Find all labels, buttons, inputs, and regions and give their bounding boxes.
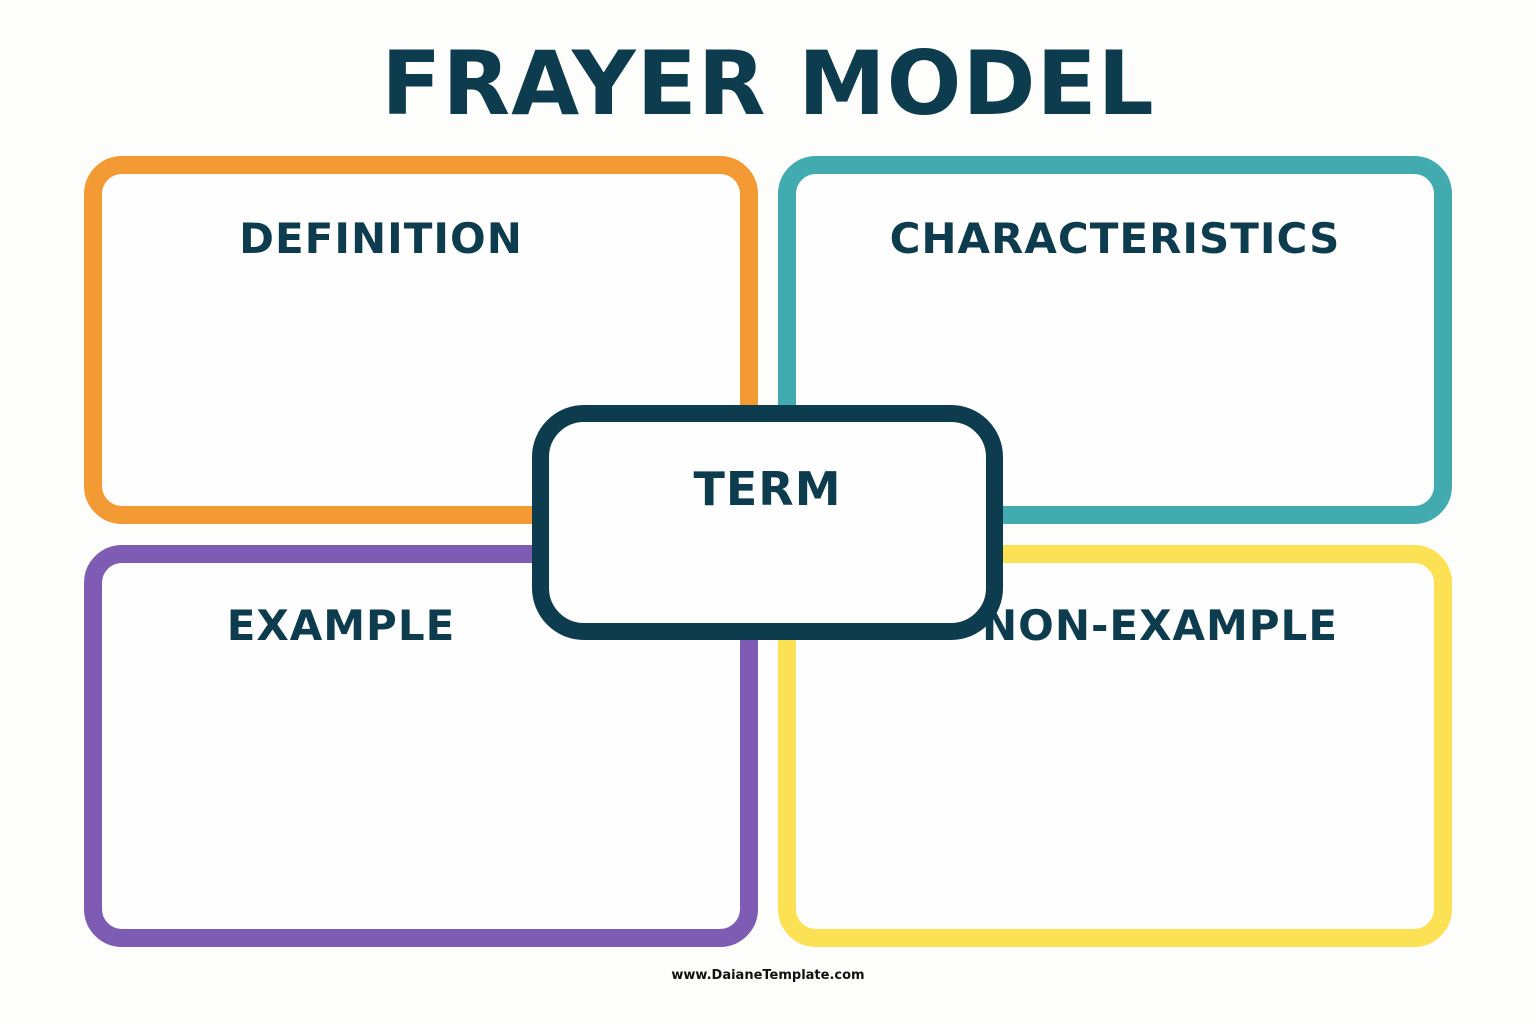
definition-box[interactable]: DEFINITION — [84, 156, 758, 524]
footer-website: www.DaianeTemplate.com — [671, 968, 865, 983]
example-label: EXAMPLE — [226, 601, 456, 650]
term-box[interactable]: TERM — [532, 405, 1003, 640]
characteristics-label: CHARACTERISTICS — [889, 214, 1341, 263]
page-title: FRAYER MODEL — [381, 32, 1155, 135]
definition-label: DEFINITION — [239, 214, 523, 263]
term-label: TERM — [693, 462, 842, 516]
non-example-label: NON-EXAMPLE — [981, 601, 1339, 650]
